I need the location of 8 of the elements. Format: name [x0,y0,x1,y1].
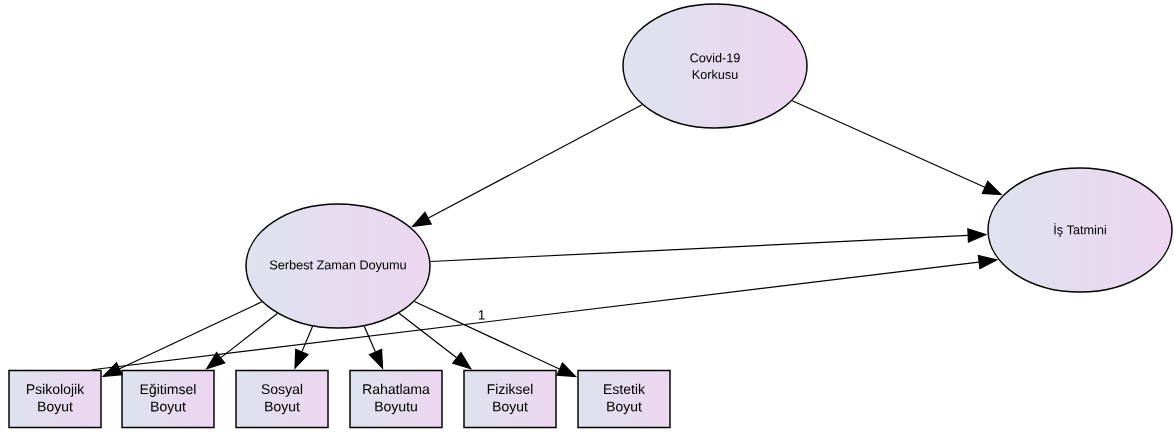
arrow [411,104,643,228]
indicator-box: Estetik Boyut [577,369,671,429]
edge-label: 1 [476,309,487,321]
indicator-box: Rahatlama Boyutu [349,369,443,429]
indicator-box: Fiziksel Boyut [463,369,557,429]
indicator-box: Eğitimsel Boyut [121,369,215,429]
indicator-box: Sosyal Boyut [235,369,329,429]
indicator-box: Psikolojik Boyut [8,369,102,429]
